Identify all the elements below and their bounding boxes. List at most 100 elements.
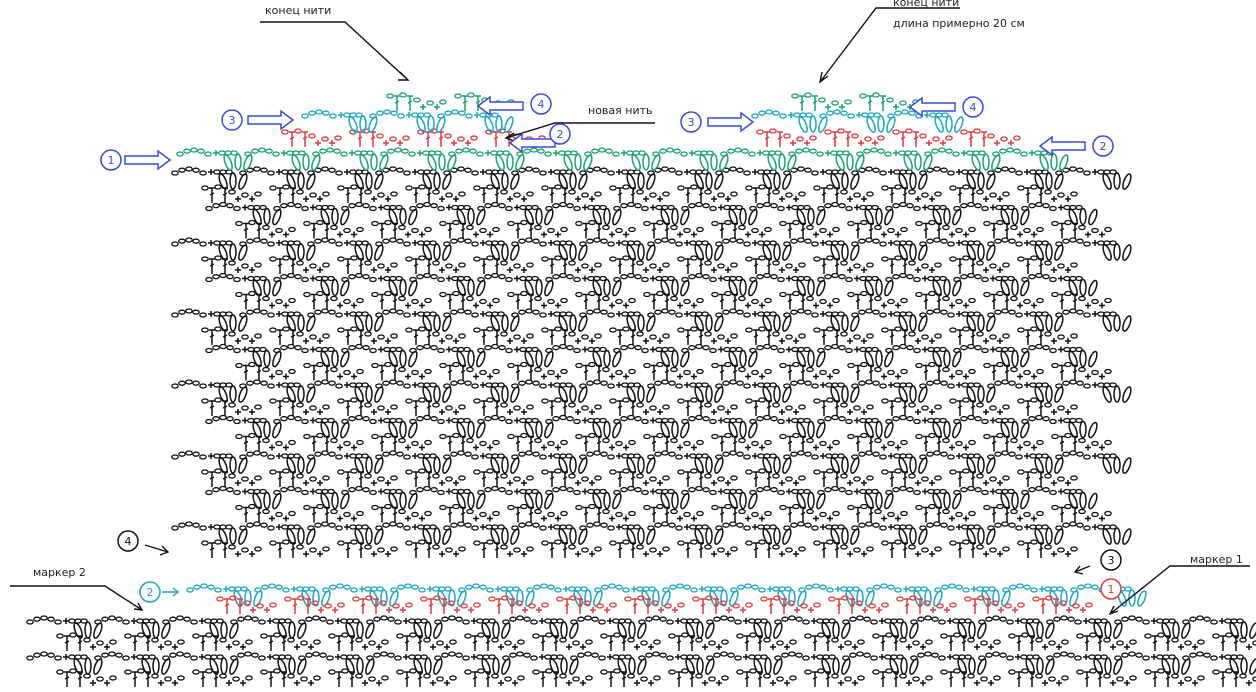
double-crochet [392, 435, 398, 452]
chain-stitch [530, 147, 538, 153]
chain-stitch [628, 439, 636, 446]
double-crochet [596, 222, 602, 239]
chain-stitch [1030, 468, 1038, 474]
chain-stitch [756, 274, 764, 280]
chain-stitch [511, 383, 519, 389]
chain-stitch [962, 397, 970, 403]
cluster-petal [637, 456, 645, 474]
chain-stitch [418, 184, 426, 190]
chain-stitch [539, 454, 547, 460]
single-crochet [793, 338, 799, 344]
single-crochet [575, 409, 581, 415]
single-crochet [820, 382, 826, 388]
single-crochet [359, 586, 365, 592]
chain-stitch [887, 584, 895, 590]
chain-stitch [1109, 524, 1117, 530]
single-crochet [779, 338, 785, 344]
chain-stitch [225, 524, 233, 530]
chain-stitch [498, 274, 506, 280]
chain-stitch [369, 113, 377, 119]
single-crochet [990, 204, 996, 211]
single-crochet [854, 417, 860, 424]
chain-stitch [624, 596, 632, 602]
chain-stitch [585, 639, 593, 645]
single-crochet [657, 551, 663, 557]
chain-stitch [805, 112, 813, 118]
chain-stitch [216, 654, 224, 660]
chain-stitch [1010, 224, 1018, 231]
cluster-petal [354, 173, 364, 190]
chain-stitch [905, 311, 913, 317]
chain-stitch [798, 333, 806, 339]
cluster-petal [433, 456, 441, 474]
single-crochet [406, 112, 412, 118]
double-crochet [970, 471, 976, 487]
chain-stitch [534, 437, 542, 444]
chain-stitch [1017, 327, 1025, 333]
cluster-petal [516, 589, 524, 607]
chain-stitch [1023, 584, 1031, 590]
chain-stitch [464, 451, 472, 457]
chain-stitch [837, 128, 845, 134]
single-crochet [1024, 382, 1030, 388]
cluster-petal [1249, 658, 1256, 675]
chain-stitch [769, 311, 777, 317]
chain-stitch [659, 616, 667, 622]
chain-stitch [845, 205, 853, 212]
chain-stitch [702, 203, 710, 209]
single-crochet [310, 275, 316, 282]
chain-stitch [681, 489, 689, 496]
double-crochet [324, 222, 330, 239]
chain-stitch [520, 503, 528, 510]
cluster-petal [297, 456, 305, 474]
cluster-petal [977, 314, 985, 332]
double-crochet [880, 671, 886, 687]
chain-stitch [294, 128, 302, 134]
chain-stitch [928, 503, 936, 510]
cluster-petal [490, 315, 500, 332]
chain-stitch [588, 290, 596, 297]
chain-stitch [967, 485, 975, 492]
single-crochet [344, 169, 350, 175]
chain-stitch [177, 639, 185, 645]
chain-stitch [534, 508, 542, 515]
chain-stitch [1017, 540, 1025, 546]
cluster-petal [773, 527, 781, 545]
double-crochet [685, 329, 691, 345]
chain-stitch [122, 655, 130, 661]
single-crochet [745, 302, 751, 309]
chain-stitch [573, 276, 581, 283]
chain-stitch [738, 437, 746, 444]
double-crochet [509, 598, 515, 614]
chain-stitch [307, 525, 315, 531]
chain-stitch [779, 291, 787, 298]
chain-stitch [554, 539, 562, 545]
chain-stitch [541, 256, 549, 262]
chain-stitch [824, 416, 832, 422]
chain-stitch [409, 205, 417, 212]
cluster-petal [764, 657, 772, 675]
cluster-petal [954, 116, 964, 133]
double-crochet [1084, 635, 1090, 651]
single-crochet [684, 311, 690, 317]
single-crochet [616, 382, 622, 388]
chain-stitch [200, 583, 208, 589]
chain-stitch [1182, 655, 1190, 661]
single-crochet [1017, 515, 1023, 522]
chain-stitch [377, 476, 385, 482]
chain-stitch [847, 113, 855, 119]
single-crochet [634, 644, 640, 650]
double-crochet [651, 293, 657, 310]
chain-stitch [594, 191, 602, 197]
single-crochet [351, 515, 357, 522]
chain-stitch [528, 603, 536, 609]
stitch-grid [26, 92, 1256, 687]
chain-stitch [560, 439, 568, 446]
single-crochet [827, 444, 833, 451]
chain-stitch [275, 227, 283, 234]
cluster-petal [569, 243, 577, 261]
chain-stitch [736, 167, 744, 173]
cluster-petal [433, 172, 441, 190]
chain-stitch [282, 184, 290, 190]
chain-stitch [1051, 362, 1059, 369]
